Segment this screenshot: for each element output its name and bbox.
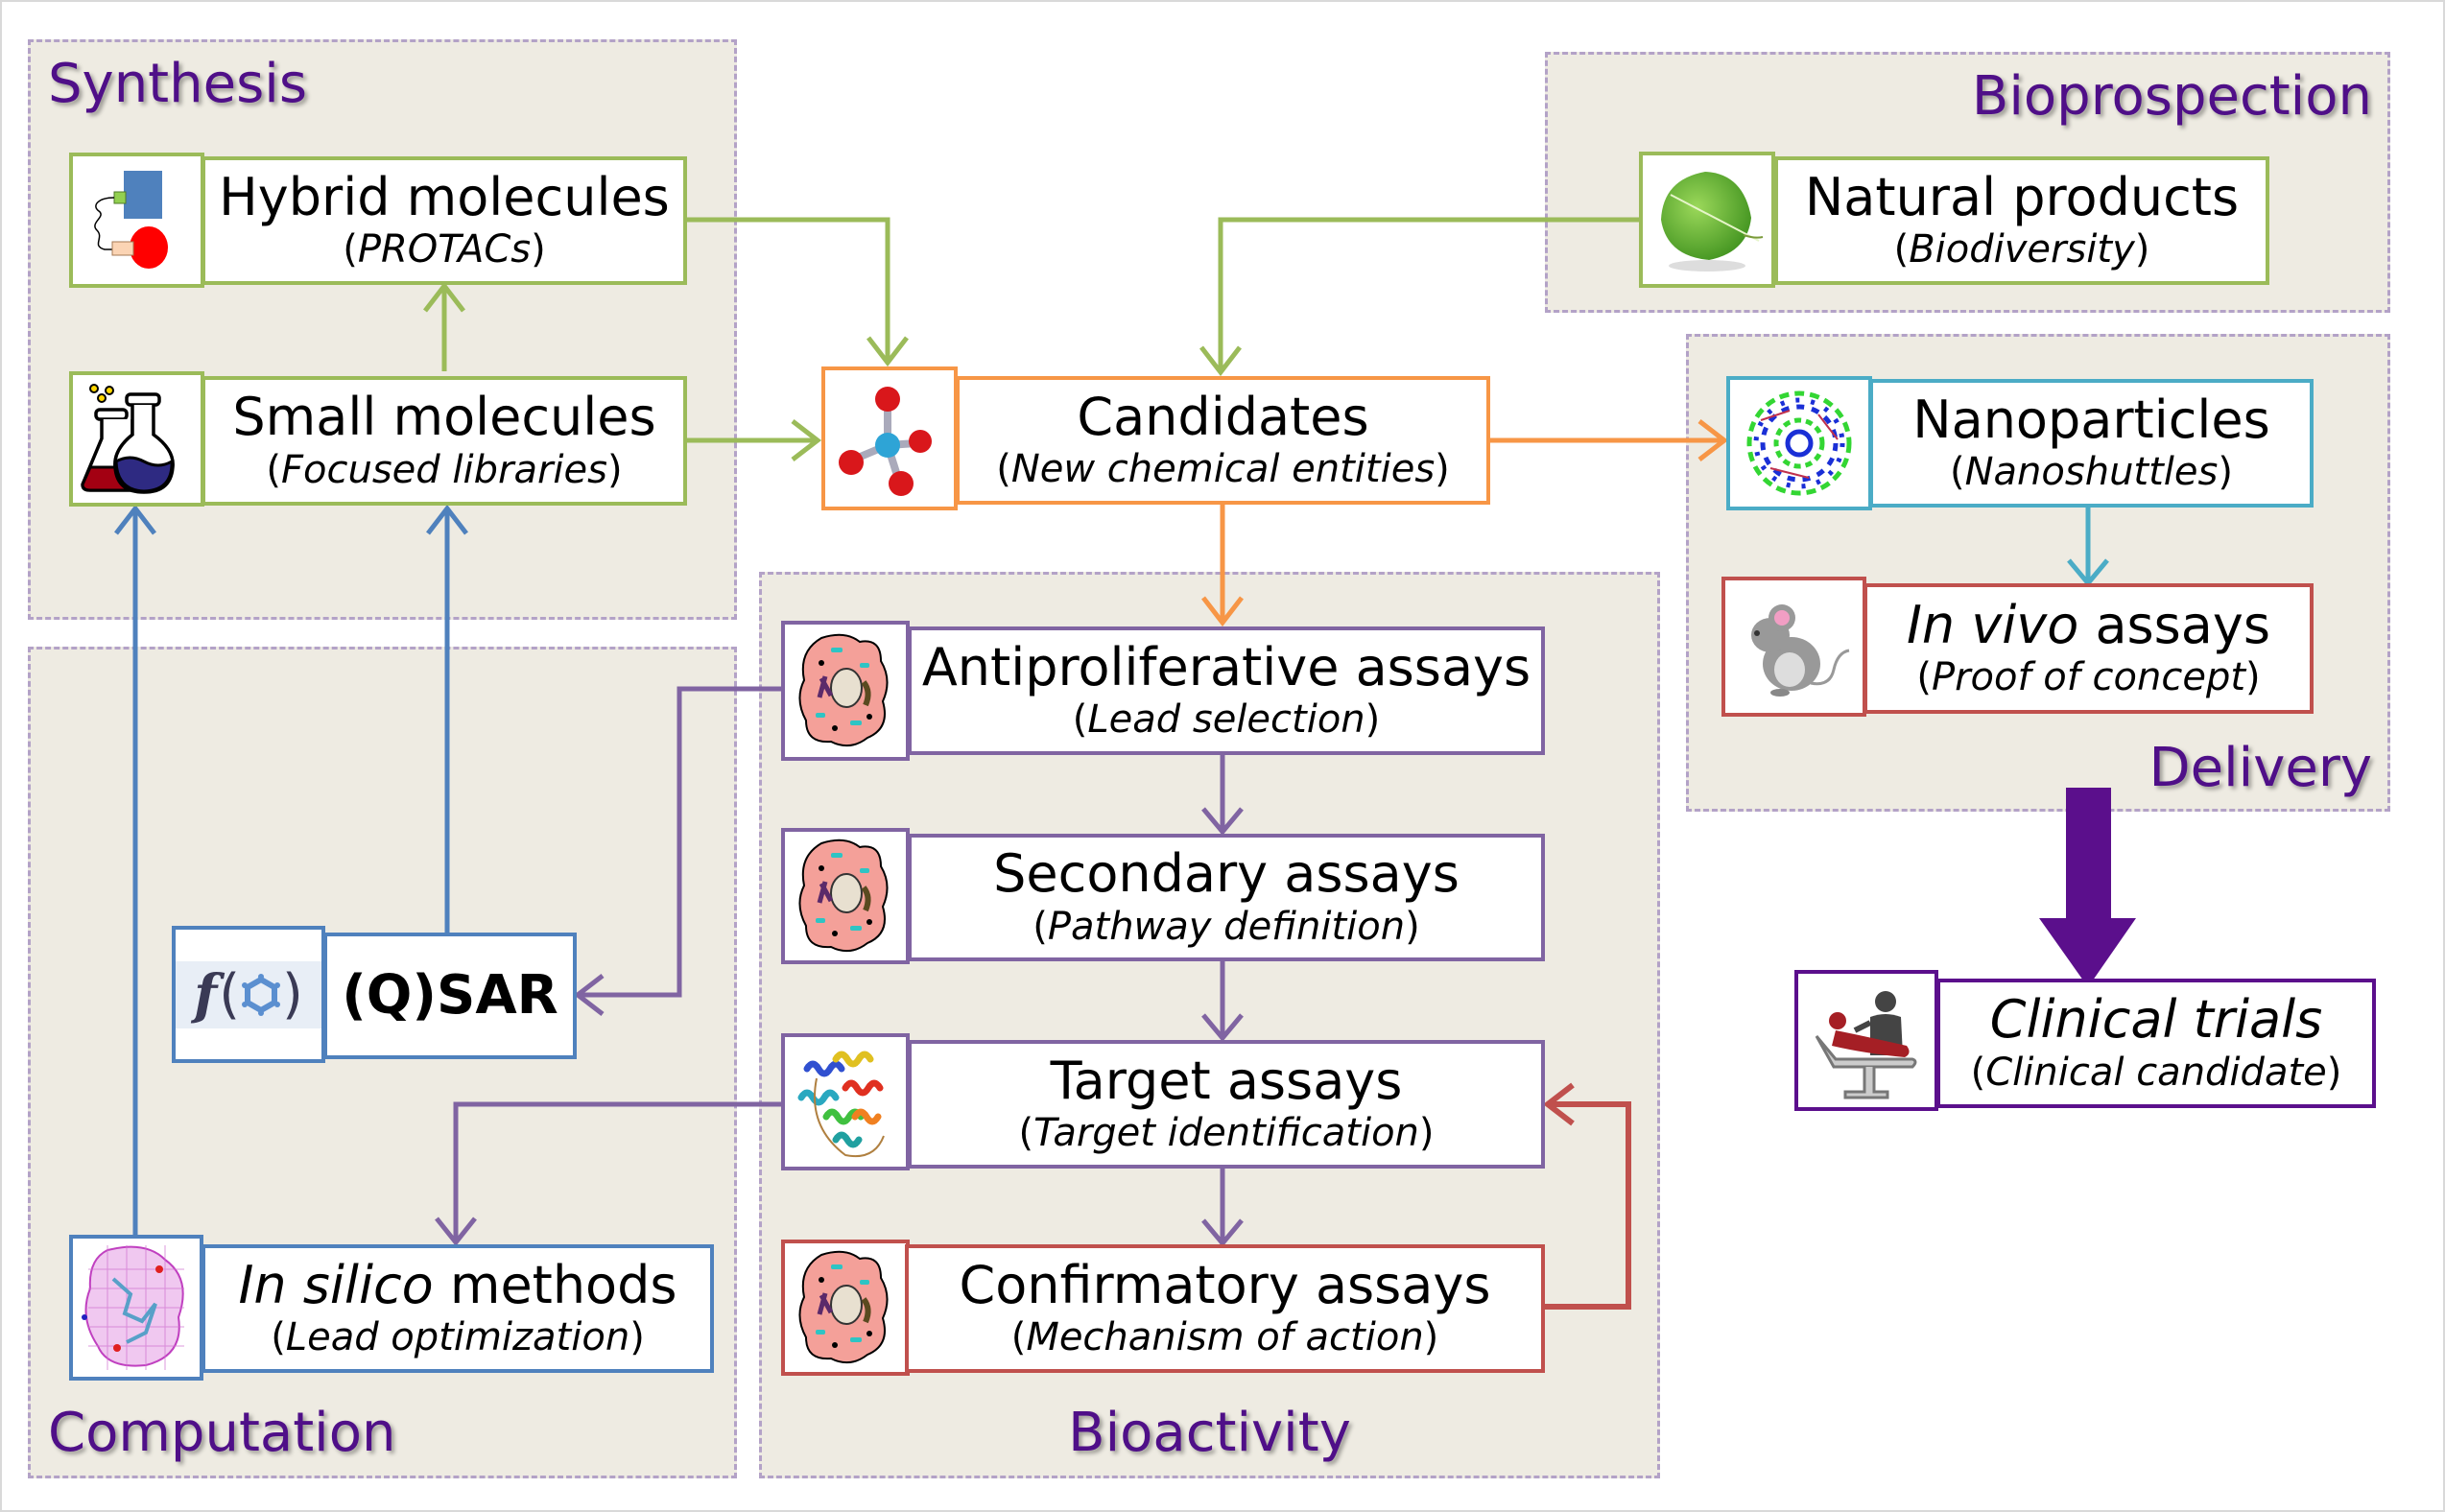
leaf-icon	[1660, 171, 1763, 272]
patient-doctor-icon	[1815, 990, 1916, 1099]
node-subtitle: (Proof of concept)	[1916, 655, 2261, 700]
node-clinical-trials: Clinical trials (Clinical candidate)	[1936, 979, 2376, 1108]
group-title-bioactivity: Bioactivity	[1068, 1402, 1351, 1464]
group-synthesis: Synthesis	[28, 39, 737, 620]
group-title-synthesis: Synthesis	[48, 53, 307, 115]
node-natural-products: Natural products (Biodiversity)	[1774, 156, 2269, 285]
node-title: (Q)SAR	[342, 963, 558, 1027]
group-title-delivery: Delivery	[2148, 737, 2372, 799]
node-subtitle: (Pathway definition)	[1033, 904, 1420, 949]
node-candidates: Candidates (New chemical entities)	[956, 376, 1490, 505]
node-subtitle: (Clinical candidate)	[1970, 1050, 2342, 1095]
group-title-computation: Computation	[48, 1402, 396, 1464]
node-title: Confirmatory assays	[959, 1254, 1491, 1315]
node-secondary-assays: Secondary assays (Pathway definition)	[908, 834, 1545, 961]
node-subtitle: (New chemical entities)	[996, 447, 1450, 492]
hybrid-icon-box	[69, 153, 204, 288]
molecular-surface-icon	[82, 1245, 184, 1370]
candidates-icon-box	[821, 366, 958, 510]
node-title: Nanoparticles	[1912, 389, 2270, 450]
clinical-icon-box	[1794, 970, 1938, 1111]
node-title: Small molecules	[232, 387, 656, 448]
function-molecule-icon: f ( )	[176, 960, 321, 1028]
node-subtitle: (Mechanism of action)	[1010, 1315, 1439, 1360]
node-title: Target assays	[1050, 1050, 1403, 1111]
secondary-icon-box	[781, 828, 910, 964]
node-target-assays: Target assays (Target identification)	[908, 1040, 1545, 1169]
cell-icon	[798, 1250, 889, 1364]
group-title-bioprospection: Bioprospection	[1971, 65, 2372, 128]
protac-icon	[93, 170, 168, 269]
node-subtitle: (Nanoshuttles)	[1950, 450, 2233, 495]
natural-icon-box	[1639, 152, 1775, 288]
cell-icon	[798, 839, 889, 953]
target-icon-box	[781, 1033, 910, 1170]
antiprolif-icon-box	[781, 621, 910, 761]
nano-icon-box	[1726, 376, 1872, 510]
node-title: Hybrid molecules	[219, 166, 670, 227]
node-subtitle: (Lead optimization)	[271, 1315, 645, 1360]
flasks-icon	[81, 384, 175, 494]
node-title: Candidates	[1077, 386, 1369, 447]
node-antiproliferative-assays: Antiproliferative assays (Lead selection…	[908, 626, 1545, 755]
node-subtitle: (Lead selection)	[1072, 697, 1381, 743]
node-small-molecules: Small molecules (Focused libraries)	[202, 376, 687, 506]
molecule-icon	[839, 387, 932, 496]
node-subtitle: (Focused libraries)	[266, 447, 623, 492]
node-subtitle: (Target identification)	[1018, 1111, 1435, 1156]
node-hybrid-molecules: Hybrid molecules (PROTACs)	[202, 156, 687, 285]
node-nanoparticles: Nanoparticles (Nanoshuttles)	[1869, 379, 2314, 508]
small-icon-box	[69, 371, 204, 507]
cell-icon	[798, 633, 889, 747]
invivo-icon-box	[1721, 577, 1866, 717]
node-title: Secondary assays	[993, 843, 1460, 905]
nanoparticle-icon	[1746, 390, 1852, 496]
node-subtitle: (PROTACs)	[343, 227, 546, 272]
node-confirmatory-assays: Confirmatory assays (Mechanism of action…	[905, 1244, 1545, 1373]
mouse-icon	[1751, 603, 1850, 697]
node-qsar: (Q)SAR	[323, 933, 577, 1059]
node-title: In vivo assays	[1907, 594, 2270, 655]
protein-icon	[797, 1051, 885, 1157]
node-title: In silico methods	[238, 1254, 677, 1315]
node-title: Antiproliferative assays	[921, 636, 1531, 697]
confirm-icon-box	[781, 1240, 910, 1376]
node-title: Natural products	[1804, 166, 2240, 227]
node-subtitle: (Biodiversity)	[1893, 227, 2150, 272]
node-title: Clinical trials	[1989, 989, 2323, 1051]
node-in-silico-methods: In silico methods (Lead optimization)	[202, 1244, 714, 1373]
insilico-icon-box	[69, 1235, 203, 1381]
qsar-icon-box: f ( )	[172, 926, 325, 1063]
node-in-vivo-assays: In vivo assays (Proof of concept)	[1863, 583, 2314, 714]
